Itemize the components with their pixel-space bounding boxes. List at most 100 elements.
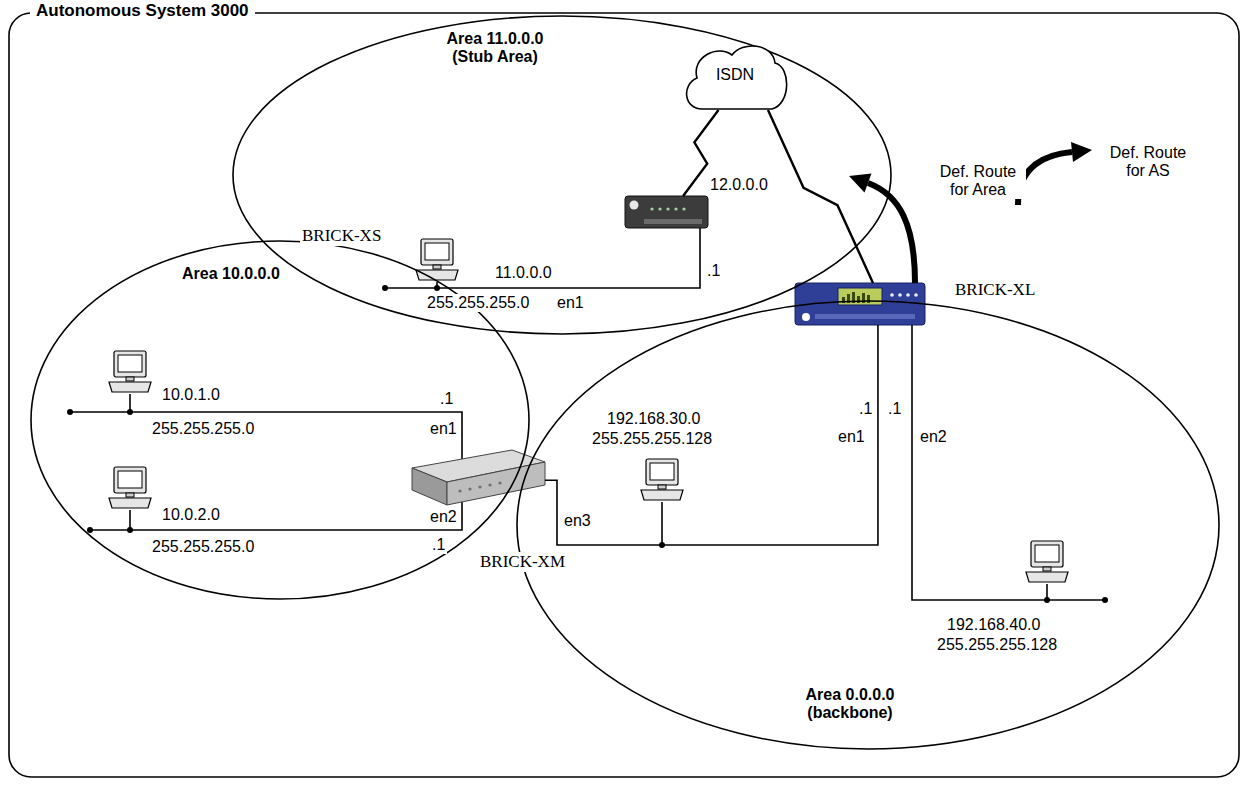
area-heading-box: Area 0.0.0.0 (backbone) [792, 686, 908, 722]
router-xm-picture [412, 468, 447, 505]
wire-dot [382, 285, 388, 291]
stub-area: Area 11.0.0.0 (Stub Area) ISDN BRICK-XS [232, 15, 892, 335]
host-address-box: .1 [438, 390, 455, 408]
interface-name: en1 [836, 428, 867, 446]
netmask: 255.255.255.0 [150, 420, 256, 438]
router-label: BRICK-XS [300, 226, 383, 246]
interface-name: en2 [918, 428, 949, 446]
isdn-link [768, 110, 873, 283]
router-xl-picture [838, 288, 882, 305]
router-label-box: BRICK-XL [953, 280, 1037, 300]
router-xl-picture [815, 314, 915, 319]
isdn-cloud-outline [687, 46, 787, 109]
router-xm-picture [458, 489, 461, 492]
router-xl-picture [890, 293, 894, 297]
computer-icon [109, 351, 151, 392]
netmask-box: 255.255.255.128 [935, 636, 1059, 654]
interface-name: en3 [562, 512, 593, 530]
route-note: Def. Route for Area [930, 163, 1026, 199]
lan-wire [661, 502, 663, 545]
router-xm-picture [488, 483, 491, 486]
network-address: 10.0.1.0 [160, 386, 222, 404]
wire-dot [127, 409, 133, 415]
autonomous-system-outline [9, 13, 1239, 777]
wire-dot [67, 285, 1108, 603]
network-address-box: 192.168.30.0 [605, 410, 702, 428]
network-address: 10.0.2.0 [160, 506, 222, 524]
netmask: 255.255.255.128 [590, 430, 714, 448]
host-address: .1 [438, 390, 455, 408]
wire-dot [87, 527, 93, 533]
wire-dot [127, 527, 133, 533]
route-note-box: Def. Route for Area [930, 163, 1026, 199]
interface-name: en1 [428, 420, 459, 438]
route-note-box: Def. Route for AS [1100, 144, 1196, 180]
router-label-box: BRICK-XS [300, 226, 383, 246]
router-xs-picture [666, 207, 669, 210]
router-xs-picture [625, 196, 708, 228]
system-heading: Autonomous System 3000 [30, 1, 255, 21]
netmask: 255.255.255.0 [150, 538, 256, 556]
wire-dot [1102, 597, 1108, 603]
host-address: .1 [430, 536, 447, 554]
router-xm-picture [468, 487, 471, 490]
router: BRICK-XS [625, 196, 708, 228]
interface-name-box: en2 [918, 428, 949, 446]
computer-icon [109, 467, 151, 508]
router-label: BRICK-XM [478, 552, 567, 572]
router-xl-picture [898, 293, 902, 297]
interface-name-box: en1 [555, 294, 586, 312]
computer-icon [641, 459, 683, 500]
computer-icon [109, 239, 1068, 582]
host-address-box: .1 [886, 400, 903, 418]
router-xm-picture [447, 462, 545, 505]
network-address-box: 10.0.2.0 [160, 506, 222, 524]
lan-link [545, 325, 878, 545]
lan-wire [70, 228, 1105, 600]
interface-name-box: en1 [428, 420, 459, 438]
lan-wire [912, 325, 1105, 600]
network-address-box: 12.0.0.0 [708, 176, 770, 194]
stub-area-outline [232, 15, 892, 335]
router-xm-picture [498, 481, 501, 484]
area-heading: Area 0.0.0.0 (backbone) [792, 686, 908, 722]
interface-name-box: en3 [562, 512, 593, 530]
isdn-cloud: ISDN [680, 40, 790, 110]
network-address: 192.168.40.0 [945, 616, 1042, 634]
default-route-arrow [849, 174, 872, 193]
system-heading-box: Autonomous System 3000 [30, 1, 255, 21]
default-route-arrow [1071, 142, 1092, 162]
computer-icon [1026, 541, 1068, 582]
netmask-box: 255.255.255.128 [590, 430, 714, 448]
router-xs-picture [658, 207, 661, 210]
wire-dot [67, 409, 73, 415]
router-xl-picture [906, 293, 910, 297]
router-xl-picture [802, 313, 810, 321]
host-address-box: .1 [857, 400, 874, 418]
netmask-box: 255.255.255.0 [150, 538, 256, 556]
interface-name-box: en2 [428, 508, 459, 526]
host-address: .1 [857, 400, 874, 418]
router-xl-picture [914, 293, 918, 297]
router-xm-picture [478, 485, 481, 488]
netmask-box: 255.255.255.0 [150, 420, 256, 438]
cloud-label: ISDN [714, 66, 756, 84]
netmask-box: 255.255.255.0 [425, 294, 531, 312]
area-heading: Area 10.0.0.0 [180, 265, 282, 283]
network-address-box: 192.168.40.0 [945, 616, 1042, 634]
router-xl-picture [857, 296, 860, 303]
backbone-area-outline [517, 301, 1219, 749]
backbone-area-outline [516, 300, 1220, 750]
network-address-box: 10.0.1.0 [160, 386, 222, 404]
cloud-label-box: ISDN [680, 40, 790, 110]
wire-dot [434, 285, 440, 291]
backbone-area: Area 0.0.0.0 (backbone) [516, 300, 1220, 750]
host-address: .1 [705, 262, 722, 280]
router-label-box: BRICK-XM [478, 552, 567, 572]
area-heading: Area 11.0.0.0 (Stub Area) [437, 30, 553, 66]
interface-name: en1 [555, 294, 586, 312]
route-note: Def. Route for AS [1100, 144, 1196, 180]
network-address: 192.168.30.0 [605, 410, 702, 428]
